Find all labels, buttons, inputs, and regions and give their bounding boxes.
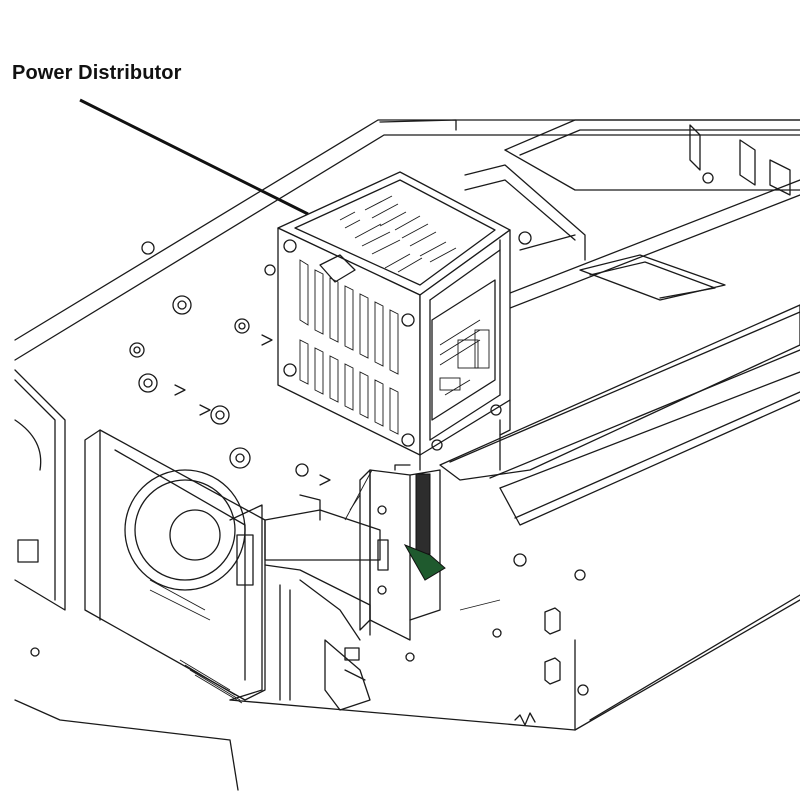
power-distributor [277, 171, 511, 471]
right-side-rails [439, 119, 800, 526]
callout-leader-line [79, 98, 309, 216]
callout-label-power-distributor: Power Distributor [12, 62, 182, 84]
floor-connectors [459, 599, 561, 726]
power-cable [403, 473, 446, 581]
fan-housings [14, 369, 266, 704]
center-bracket [264, 494, 381, 711]
floor-standoffs [30, 231, 589, 696]
drive-bracket [344, 464, 441, 641]
